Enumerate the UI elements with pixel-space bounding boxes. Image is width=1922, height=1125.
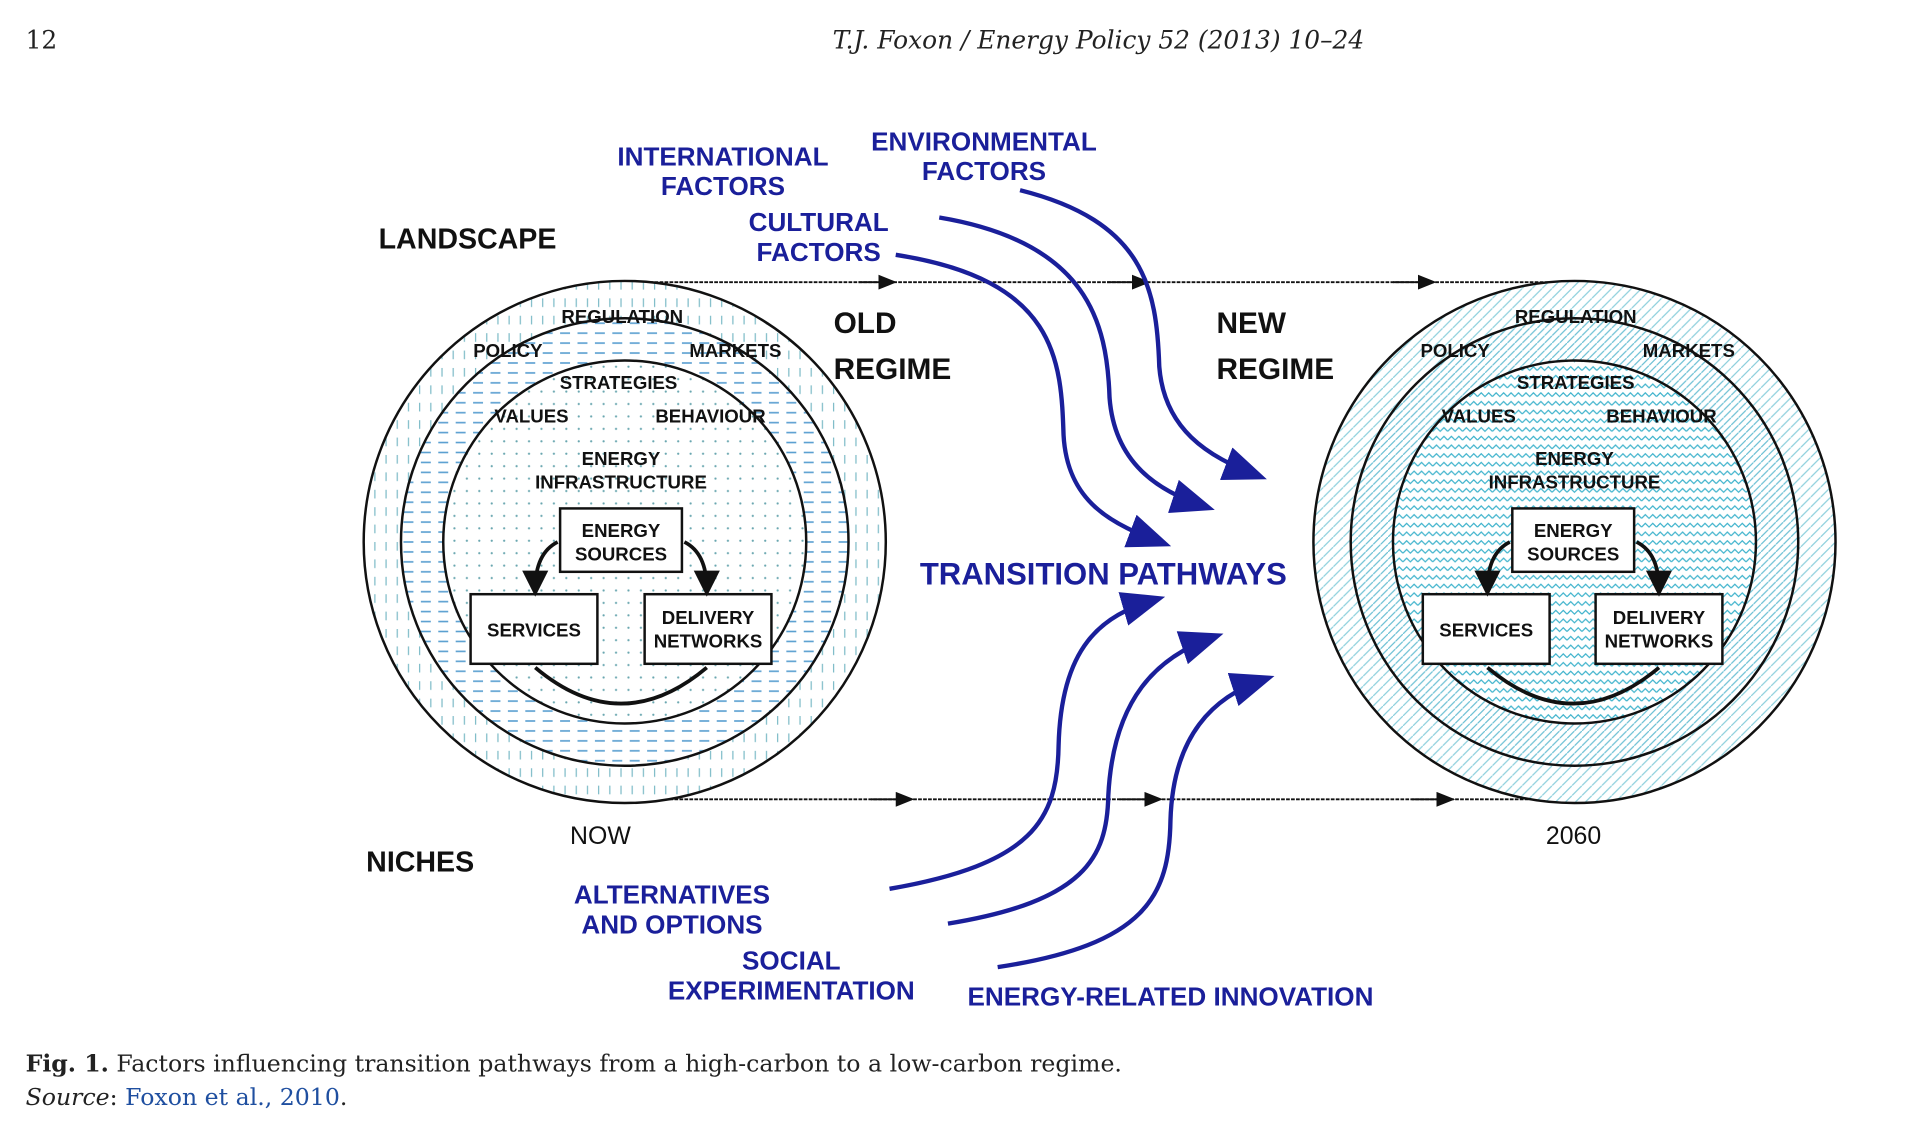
svg-text:ENERGY: ENERGY <box>582 520 661 541</box>
svg-text:BEHAVIOUR: BEHAVIOUR <box>1606 406 1717 427</box>
old-regime-labels: REGULATION POLICY MARKETS STRATEGIES VAL… <box>469 306 781 706</box>
svg-text:DELIVERY: DELIVERY <box>1613 607 1706 628</box>
energy-innovation-label: ENERGY-RELATED INNOVATION <box>968 982 1374 1012</box>
delivery-networks-box <box>1594 592 1724 666</box>
social-arrow <box>947 631 1224 926</box>
environmental-factors-label: ENVIRONMENTAL <box>871 126 1097 156</box>
svg-text:NETWORKS: NETWORKS <box>1605 631 1714 652</box>
svg-text:INFRASTRUCTURE: INFRASTRUCTURE <box>1489 472 1661 493</box>
svg-text:BEHAVIOUR: BEHAVIOUR <box>655 406 766 427</box>
year-2060-label: 2060 <box>1546 822 1601 850</box>
svg-text:POLICY: POLICY <box>473 340 543 361</box>
svg-text:ENERGY: ENERGY <box>1535 448 1614 469</box>
old-regime-label-2: REGIME <box>834 353 952 386</box>
svg-text:ENERGY: ENERGY <box>582 448 661 469</box>
now-label: NOW <box>570 822 631 850</box>
alternatives-label: AND OPTIONS <box>581 910 762 940</box>
innovation-arrow <box>997 672 1275 970</box>
pathway-arrows <box>889 188 1275 970</box>
svg-text:INFRASTRUCTURE: INFRASTRUCTURE <box>535 472 707 493</box>
cultural-factors-label: FACTORS <box>757 237 881 267</box>
energy-sources-box <box>558 507 684 574</box>
page-number: 12 <box>26 25 58 54</box>
svg-text:VALUES: VALUES <box>494 406 568 427</box>
svg-text:SERVICES: SERVICES <box>487 619 581 640</box>
alternatives-arrow <box>889 592 1166 891</box>
svg-text:VALUES: VALUES <box>1442 406 1516 427</box>
social-experimentation-label: EXPERIMENTATION <box>668 975 915 1005</box>
running-title: T.J. Foxon / Energy Policy 52 (2013) 10–… <box>833 25 1365 54</box>
svg-text:SOURCES: SOURCES <box>575 544 667 565</box>
svg-text:DELIVERY: DELIVERY <box>662 607 755 628</box>
niches-label: NICHES <box>366 846 474 878</box>
environmental-arrow <box>1019 188 1267 480</box>
svg-text:MARKETS: MARKETS <box>1643 340 1735 361</box>
international-arrow <box>938 215 1215 513</box>
environmental-factors-label: FACTORS <box>922 156 1046 186</box>
transition-pathways-label: TRANSITION PATHWAYS <box>920 556 1287 591</box>
svg-text:STRATEGIES: STRATEGIES <box>1517 372 1635 393</box>
cultural-factors-label: CULTURAL <box>749 207 889 237</box>
svg-text:POLICY: POLICY <box>1420 340 1490 361</box>
services-box <box>469 592 599 666</box>
svg-text:SERVICES: SERVICES <box>1439 619 1533 640</box>
svg-text:REGULATION: REGULATION <box>1515 306 1637 327</box>
figure-caption: Fig. 1. Factors influencing transition p… <box>26 1050 1122 1078</box>
svg-text:REGULATION: REGULATION <box>561 306 683 327</box>
svg-text:STRATEGIES: STRATEGIES <box>560 372 678 393</box>
old-regime-label-1: OLD <box>834 307 897 340</box>
svg-text:MARKETS: MARKETS <box>689 340 781 361</box>
source-link[interactable]: Foxon et al., 2010 <box>125 1083 340 1111</box>
new-regime-label-1: NEW <box>1216 307 1286 340</box>
social-experimentation-label: SOCIAL <box>742 946 841 976</box>
landscape-label: LANDSCAPE <box>379 224 557 256</box>
new-regime-label-2: REGIME <box>1216 353 1334 386</box>
international-factors-label: INTERNATIONAL <box>617 141 828 171</box>
energy-sources-box <box>1511 507 1636 574</box>
new-regime-labels: REGULATION POLICY MARKETS STRATEGIES VAL… <box>1420 306 1735 706</box>
cultural-arrow <box>895 252 1172 548</box>
svg-text:ENERGY: ENERGY <box>1534 520 1613 541</box>
international-factors-label: FACTORS <box>661 171 785 201</box>
figure-source: Source: Foxon et al., 2010. <box>26 1083 348 1111</box>
alternatives-label: ALTERNATIVES <box>574 880 770 910</box>
svg-text:SOURCES: SOURCES <box>1527 544 1619 565</box>
delivery-networks-box <box>643 592 773 666</box>
svg-text:NETWORKS: NETWORKS <box>654 631 763 652</box>
